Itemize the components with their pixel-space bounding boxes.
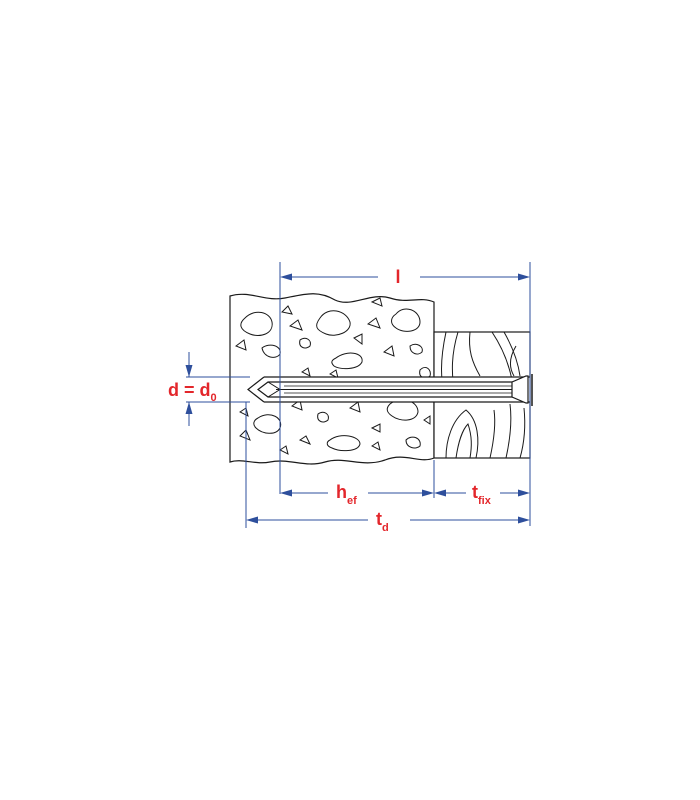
drill-depth-dimension: td [245,402,530,534]
drill-depth-label: td [376,509,389,534]
length-dimension: l [279,262,531,526]
diameter-label: d = d0 [168,380,217,404]
embedment-label: hef [336,482,357,507]
diameter-dimension: d = d0 [168,352,250,426]
arrow-left [280,273,292,281]
fixture-thickness-dimension: tfix [434,482,530,507]
anchor-nail [257,374,533,406]
concrete-block [229,293,435,465]
concrete-aggregate [234,297,431,455]
arrow-right [518,273,530,281]
arrow-up [185,402,193,414]
fixture-thickness-label: tfix [472,482,492,507]
arrow-down [185,365,193,377]
length-label: l [395,267,400,287]
embedment-dimension: hef [280,460,435,507]
